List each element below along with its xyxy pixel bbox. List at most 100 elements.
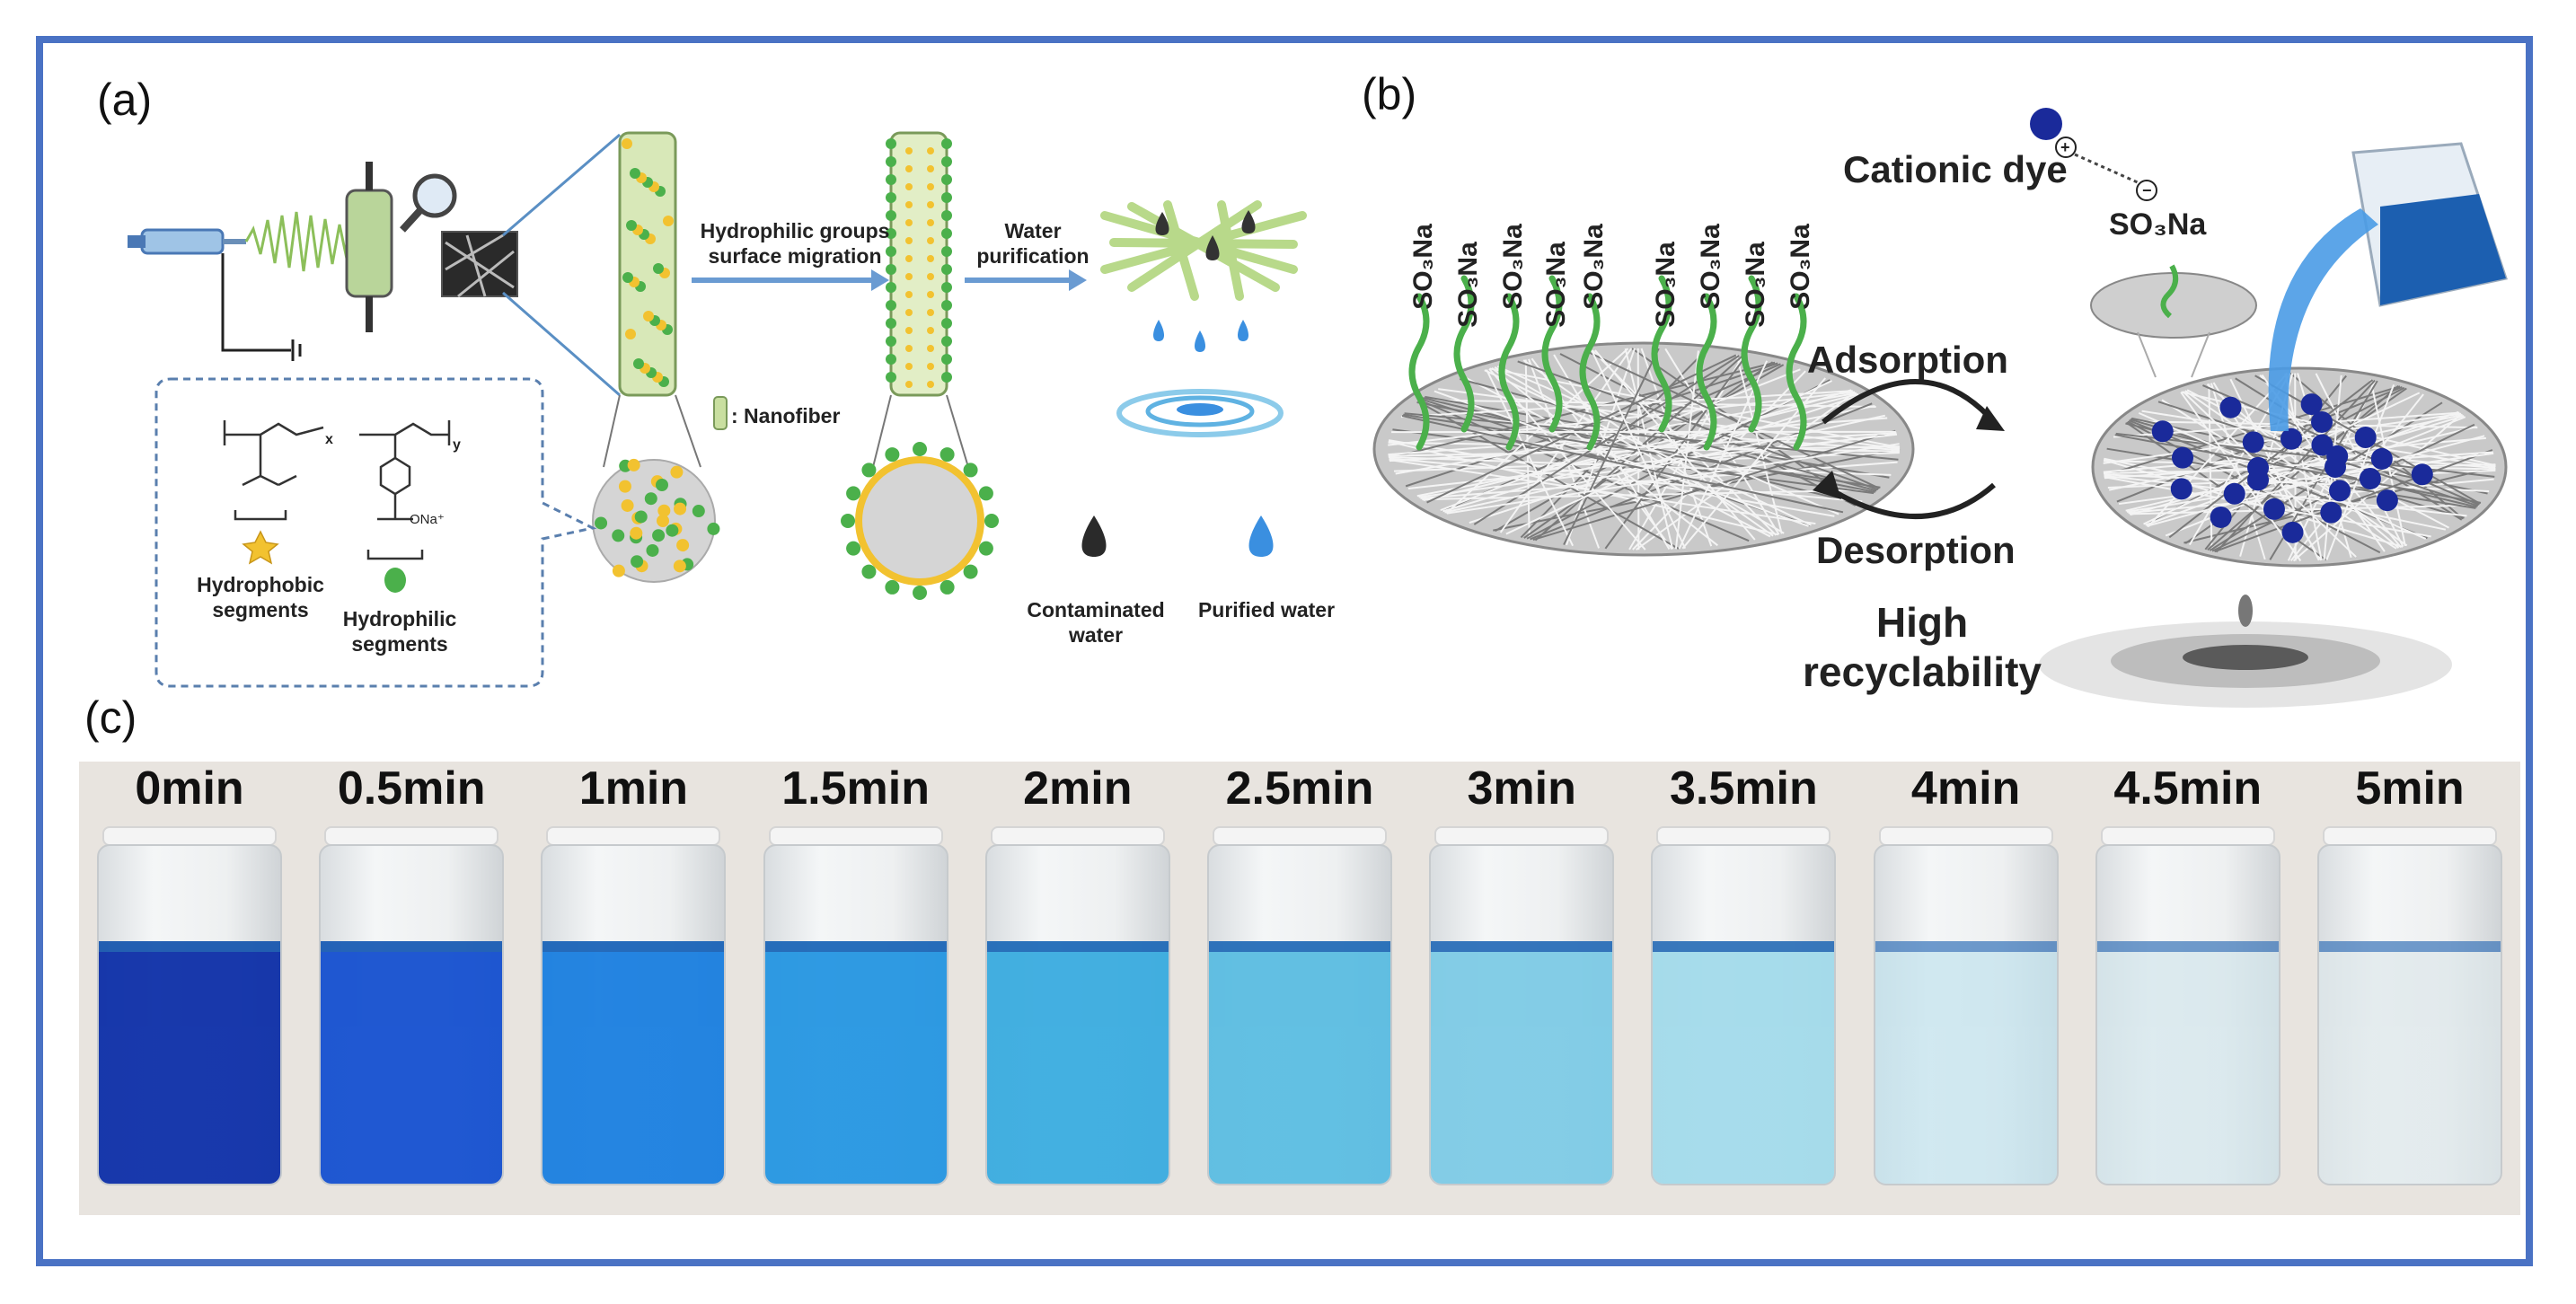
vial: 1min xyxy=(541,762,727,1193)
polymer-chain xyxy=(1786,293,1807,451)
purified-label: Purified water xyxy=(1197,598,1336,621)
fiber-dot xyxy=(941,336,952,347)
membrane-fiber xyxy=(1426,354,1737,504)
fiber-dot xyxy=(886,246,896,257)
membrane-fiber xyxy=(1446,443,1900,515)
dye-molecule xyxy=(2172,446,2194,469)
vial-meniscus xyxy=(1431,941,1613,952)
vial-cap xyxy=(1656,826,1831,846)
recyclability-label-line2: recyclability xyxy=(1803,648,2042,696)
dye-molecule xyxy=(2170,478,2192,500)
fiber-dot xyxy=(905,309,913,316)
membrane-fiber xyxy=(2143,392,2421,525)
so3na-label: SO₃Na xyxy=(1579,224,1609,310)
fiber-dot xyxy=(941,354,952,365)
membrane-fiber xyxy=(1389,432,1897,463)
membrane-fiber xyxy=(1442,389,1852,513)
vial-meniscus xyxy=(764,941,947,952)
fiber-dot xyxy=(905,255,913,262)
cationic-dye-label: Cationic dye xyxy=(1843,148,2068,190)
fiber-dot xyxy=(886,174,896,185)
inset-chain xyxy=(2160,264,2179,319)
fiber-dot xyxy=(886,210,896,221)
membrane-fiber xyxy=(2214,449,2493,553)
membrane-fiber xyxy=(2215,379,2376,553)
collector-shaft-top xyxy=(366,162,373,190)
panel-c-label: (c) xyxy=(84,692,137,743)
fiber-dot xyxy=(905,291,913,298)
membrane-fiber xyxy=(1404,412,1899,461)
arrow-purification-head xyxy=(1069,269,1087,291)
fiber-mat-texture xyxy=(445,233,515,298)
fiber-dot xyxy=(886,354,896,365)
cross-dot xyxy=(707,522,720,535)
fiber-dot xyxy=(886,300,896,311)
dye-molecule xyxy=(2247,469,2270,491)
dye-molecule xyxy=(2311,434,2333,456)
membrane-fiber xyxy=(1505,380,1832,535)
cross-dot xyxy=(612,529,625,542)
vial-meniscus xyxy=(321,941,503,952)
so3na-label: SO₃Na xyxy=(1408,224,1438,310)
cross-dot xyxy=(885,579,900,595)
ripple-3 xyxy=(1177,403,1223,416)
fiber-dot xyxy=(941,264,952,275)
fiber-dot xyxy=(941,156,952,167)
membrane-fiber xyxy=(1563,348,1660,545)
formula-box xyxy=(154,377,597,688)
vial-cap xyxy=(546,826,721,846)
dye-molecule xyxy=(2263,498,2285,520)
fiber-2-dots xyxy=(886,138,952,388)
dye-molecule xyxy=(2354,426,2377,448)
vial-glass xyxy=(984,844,1170,1185)
vial-liquid xyxy=(1653,941,1835,1184)
inset-link-1 xyxy=(2137,331,2157,378)
cross-dot xyxy=(612,564,625,577)
fiber-dot xyxy=(886,228,896,239)
so3na-label: SO₃Na xyxy=(1696,224,1725,310)
adsorbed-dye-molecules xyxy=(2151,393,2433,543)
vial-time-label: 4.5min xyxy=(2113,762,2263,815)
polymer-chains xyxy=(1408,275,1807,451)
contaminated-drop-icon xyxy=(1081,515,1107,557)
cross-dot xyxy=(940,579,955,595)
fiber-dot xyxy=(941,318,952,329)
membrane-fiber xyxy=(1517,360,1879,491)
membrane-fiber xyxy=(1486,369,1574,547)
cross-dot xyxy=(861,463,877,478)
inset-link-2 xyxy=(2191,331,2210,378)
polymer-chain xyxy=(1408,293,1430,451)
membrane-fiber xyxy=(1488,367,1646,551)
vial-liquid xyxy=(986,941,1169,1184)
polymer-chain xyxy=(1498,293,1520,451)
fiber-dot xyxy=(625,329,636,339)
vial-glass xyxy=(1429,844,1615,1185)
cross-dot xyxy=(676,539,690,552)
dye-molecule xyxy=(2151,420,2174,443)
fiber-dot xyxy=(886,192,896,203)
membrane-fiber xyxy=(1553,354,1671,551)
fiber-dot xyxy=(941,282,952,293)
polymer-chain xyxy=(1579,293,1601,451)
fiber-dot xyxy=(927,273,934,280)
vial-meniscus xyxy=(1209,941,1390,952)
cross-dot xyxy=(657,504,671,517)
beaker-liquid xyxy=(2380,194,2506,305)
vial-cap xyxy=(324,826,499,846)
hydrophobic-star-icon xyxy=(242,530,279,565)
cross-dot xyxy=(595,516,608,530)
vial-meniscus xyxy=(99,941,280,952)
vial-liquid xyxy=(1431,941,1613,1184)
vial-liquid xyxy=(99,941,280,1184)
syringe-plunger xyxy=(128,235,146,248)
membrane-fiber xyxy=(2129,504,2479,515)
desorption-label: Desorption xyxy=(1816,529,2016,571)
fiber-dot xyxy=(886,264,896,275)
cross-dot xyxy=(846,541,861,556)
membrane-fiber xyxy=(2229,378,2320,561)
fiber-2-link-left xyxy=(872,394,892,468)
fiber-dot xyxy=(927,381,934,388)
fiber-dot xyxy=(886,156,896,167)
fiber-before-migration xyxy=(592,131,720,583)
fiber-dot xyxy=(622,272,633,283)
